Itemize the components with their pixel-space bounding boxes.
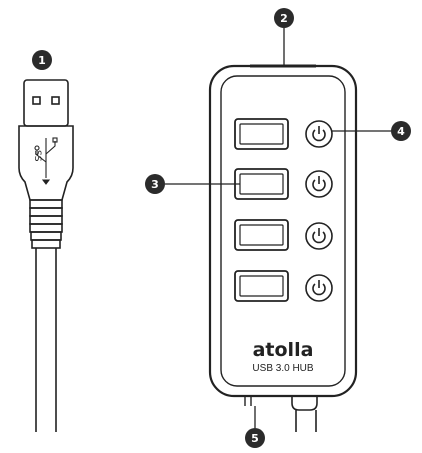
callout-3: 3 — [145, 174, 240, 194]
callout-4: 4 — [332, 121, 411, 141]
usb-plug-shell — [23, 79, 69, 127]
usb-plug-contact-left — [32, 96, 41, 105]
model-label: USB 3.0 HUB — [252, 363, 313, 374]
usb-cable — [35, 248, 57, 432]
usb-plug-contact-right — [51, 96, 60, 105]
usb-ports — [234, 118, 289, 302]
hub-body — [208, 64, 358, 432]
callout-4-label: 4 — [397, 125, 405, 138]
callout-2-label: 2 — [280, 12, 288, 25]
usb-port — [234, 168, 289, 200]
callout-5: 5 — [245, 406, 265, 448]
power-switches — [305, 120, 333, 302]
usb-port — [234, 118, 289, 150]
ss-usb-trident-icon: SS — [32, 137, 58, 185]
usb-port — [234, 270, 289, 302]
brand-logo: atolla — [253, 339, 314, 361]
callout-3-label: 3 — [151, 178, 159, 191]
power-switch — [305, 120, 333, 148]
usb-port — [234, 219, 289, 251]
usb-strain-relief — [29, 199, 63, 249]
power-switch — [305, 222, 333, 250]
usb-connector: SS — [18, 79, 74, 432]
power-icon — [312, 228, 326, 244]
callout-5-label: 5 — [251, 432, 259, 445]
callouts: 1 2 3 4 5 — [32, 8, 411, 448]
power-icon — [312, 126, 326, 142]
power-input — [244, 396, 252, 406]
hub-inner-panel — [220, 75, 346, 387]
callout-1: 1 — [32, 50, 52, 70]
callout-1-label: 1 — [38, 54, 46, 67]
power-icon — [312, 280, 326, 296]
callout-2: 2 — [274, 8, 294, 66]
hub-bottom-cable — [291, 396, 318, 432]
power-icon — [312, 176, 326, 192]
power-switch — [305, 170, 333, 198]
power-switch — [305, 274, 333, 302]
svg-text:SS: SS — [32, 150, 42, 162]
